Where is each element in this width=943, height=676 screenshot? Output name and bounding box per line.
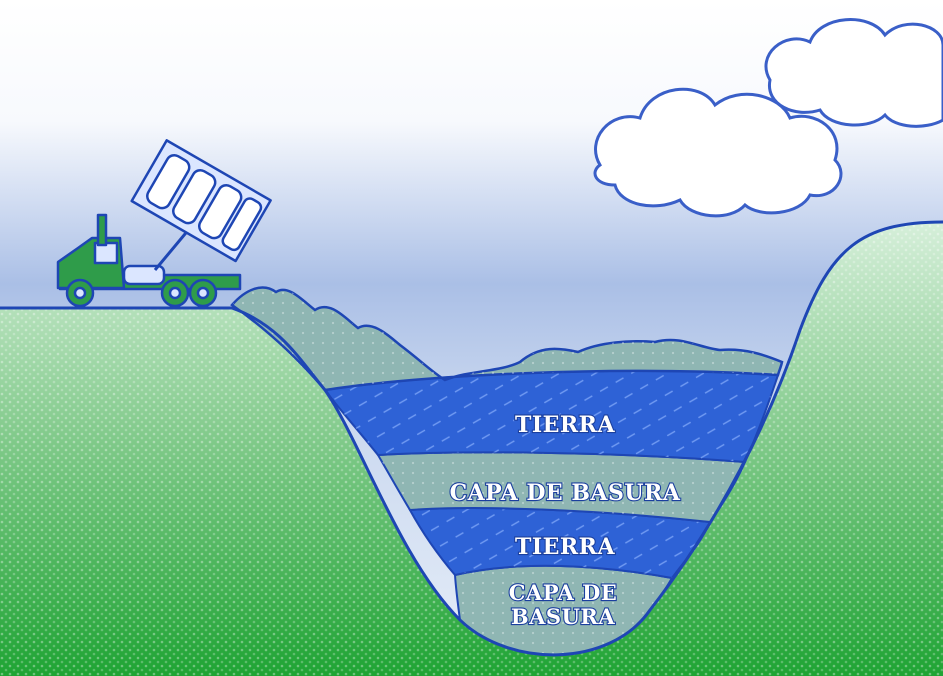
label-basura-middle: CAPA DE BASURA (450, 480, 681, 506)
label-tierra-lower: TIERRA (515, 534, 615, 560)
label-tierra-upper: TIERRA (515, 412, 615, 438)
label-basura-bottom-line1: CAPA DE (509, 580, 618, 605)
label-basura-bottom-line2: BASURA (511, 604, 615, 629)
